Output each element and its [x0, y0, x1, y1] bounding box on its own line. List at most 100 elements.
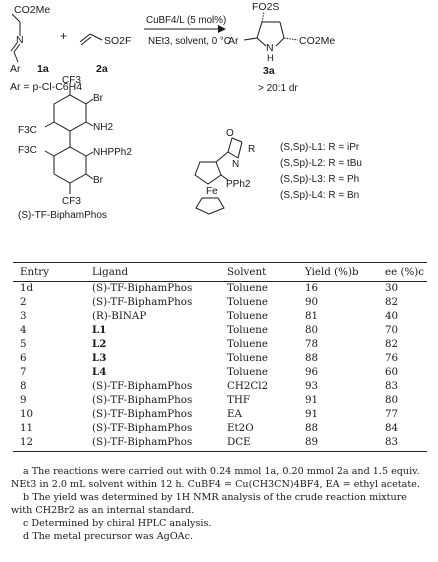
cell-ligand: (S)-TF-BiphamPhos	[92, 394, 193, 407]
arrow-catalyst-text: CuBF4/L (5 mol%)	[146, 15, 226, 26]
oxazoline-nitrogen: N	[232, 159, 239, 170]
sulfonyl-fluoride-2a: SO2F	[104, 35, 131, 47]
cell-ee: 77	[385, 408, 399, 421]
footnote-d: d The metal precursor was AgOAc.	[23, 531, 194, 542]
cell-solvent: DCE	[227, 435, 305, 453]
cell-yield: 80	[305, 324, 319, 337]
cell-ee: 30	[385, 282, 399, 295]
cell-entry: 12	[13, 435, 92, 453]
cell-ligand: (S)-TF-BiphamPhos	[92, 435, 227, 453]
cell-entry: 11	[20, 422, 34, 435]
nitrogen-1a: N	[16, 34, 24, 46]
cell-entry: 4	[20, 324, 27, 337]
cell-entry: 8	[20, 380, 27, 393]
diastereomeric-ratio: > 20:1 dr	[258, 83, 298, 94]
table-row: 5 L2 Toluene 78 82	[13, 338, 427, 352]
cell-yield: 89	[305, 435, 385, 453]
cell-ligand: (S)-TF-BiphamPhos	[92, 296, 193, 309]
oxazoline-oxygen: O	[226, 128, 234, 139]
footnote-a: a The reactions were carried out with 0.…	[11, 466, 420, 490]
optimization-table: Entry Ligand Solvent Yield (%)b ee (%)c …	[13, 262, 427, 453]
header-ligand: Ligand	[92, 262, 227, 282]
cell-ligand: L4	[92, 366, 107, 379]
cell-entry: 6	[20, 352, 27, 365]
compound-label-2a: 2a	[96, 63, 108, 75]
cell-ligand: (R)-BINAP	[92, 310, 147, 323]
cell-ee: 60	[385, 366, 399, 379]
cf3-top: CF3	[62, 75, 81, 86]
cell-ligand: L2	[92, 338, 107, 351]
f3c-group-1: F3C	[18, 125, 37, 136]
ligand-l2: (S,Sp)-L2: R = tBu	[280, 158, 362, 169]
arrow-conditions-text: NEt3, solvent, 0 °C	[148, 36, 231, 47]
aryl-definition: Ar = p-Cl-C6H4	[10, 81, 82, 93]
header-solvent: Solvent	[227, 262, 305, 282]
cell-solvent: Toluene	[227, 296, 269, 309]
table-footnotes: a The reactions were carried out with 0.…	[11, 465, 429, 543]
cell-entry: 3	[20, 310, 27, 323]
nitrogen-3a: N	[266, 42, 274, 54]
plus-sign: +	[60, 29, 67, 43]
footnote-c: c Determined by chiral HPLC analysis.	[23, 518, 212, 529]
diphenylphosphino-group: PPh2	[226, 179, 251, 190]
cell-ligand: (S)-TF-BiphamPhos	[92, 380, 193, 393]
ligand-l4: (S,Sp)-L4: R = Bn	[280, 190, 359, 201]
cell-yield: 91	[305, 394, 319, 407]
cell-yield: 78	[305, 338, 319, 351]
f3c-group-2: F3C	[18, 145, 37, 156]
compound-label-3a: 3a	[263, 65, 275, 77]
cell-entry: 5	[20, 338, 27, 351]
bromine-top: Br	[93, 93, 104, 104]
header-entry: Entry	[13, 262, 92, 282]
aryl-1a: Ar	[10, 63, 21, 75]
header-ee: ee (%)c	[385, 262, 427, 282]
bromine-bottom: Br	[93, 175, 104, 186]
cell-yield: 91	[305, 408, 319, 421]
ligand-l1: (S,Sp)-L1: R = iPr	[280, 142, 360, 153]
cell-entry: 1d	[20, 282, 34, 295]
cell-yield: 93	[305, 380, 319, 393]
cf3-bottom: CF3	[62, 196, 81, 207]
header-yield: Yield (%)b	[305, 262, 385, 282]
cell-solvent: Toluene	[227, 338, 269, 351]
footnote-b: b The yield was determined by 1H NMR ana…	[11, 492, 407, 516]
cell-ee: 70	[385, 324, 399, 337]
cell-ee: 83	[385, 435, 427, 453]
fluorosulfonyl-3a: FO2S	[252, 1, 279, 13]
iron-atom: Fe	[206, 186, 218, 197]
cell-ee: 76	[385, 352, 399, 365]
cell-entry: 7	[20, 366, 27, 379]
ester-group-1a: CO2Me	[14, 4, 50, 16]
table-header-row: Entry Ligand Solvent Yield (%)b ee (%)c	[13, 262, 427, 282]
oxazoline-r-group: R	[248, 144, 255, 155]
cell-solvent: THF	[227, 394, 250, 407]
cell-ligand: L3	[92, 352, 107, 365]
cell-ee: 82	[385, 338, 399, 351]
cell-yield: 88	[305, 352, 319, 365]
cell-entry: 9	[20, 394, 27, 407]
ligand-l3: (S,Sp)-L3: R = Ph	[280, 174, 359, 185]
cell-ligand: (S)-TF-BiphamPhos	[92, 282, 193, 295]
table-row: 2 (S)-TF-BiphamPhos Toluene 90 82	[13, 296, 427, 310]
cell-ligand: L1	[92, 324, 107, 337]
cell-yield: 81	[305, 310, 319, 323]
ligand-name-biphamphos: (S)-TF-BiphamPhos	[18, 210, 107, 221]
ester-group-3a: CO2Me	[299, 35, 335, 47]
cell-ligand: (S)-TF-BiphamPhos	[92, 422, 193, 435]
cell-ee: 82	[385, 296, 399, 309]
amine-group: NH2	[93, 122, 113, 133]
cell-yield: 96	[305, 366, 319, 379]
cell-yield: 90	[305, 296, 319, 309]
cell-solvent: CH2Cl2	[227, 380, 269, 393]
cell-entry: 2	[20, 296, 27, 309]
hydrogen-3a: H	[267, 53, 274, 64]
cell-solvent: EA	[227, 408, 242, 421]
scheme-drawing: CO2Me N Ar 1a + SO2F 2a CuBF4/L (5 mol%)…	[10, 1, 362, 221]
